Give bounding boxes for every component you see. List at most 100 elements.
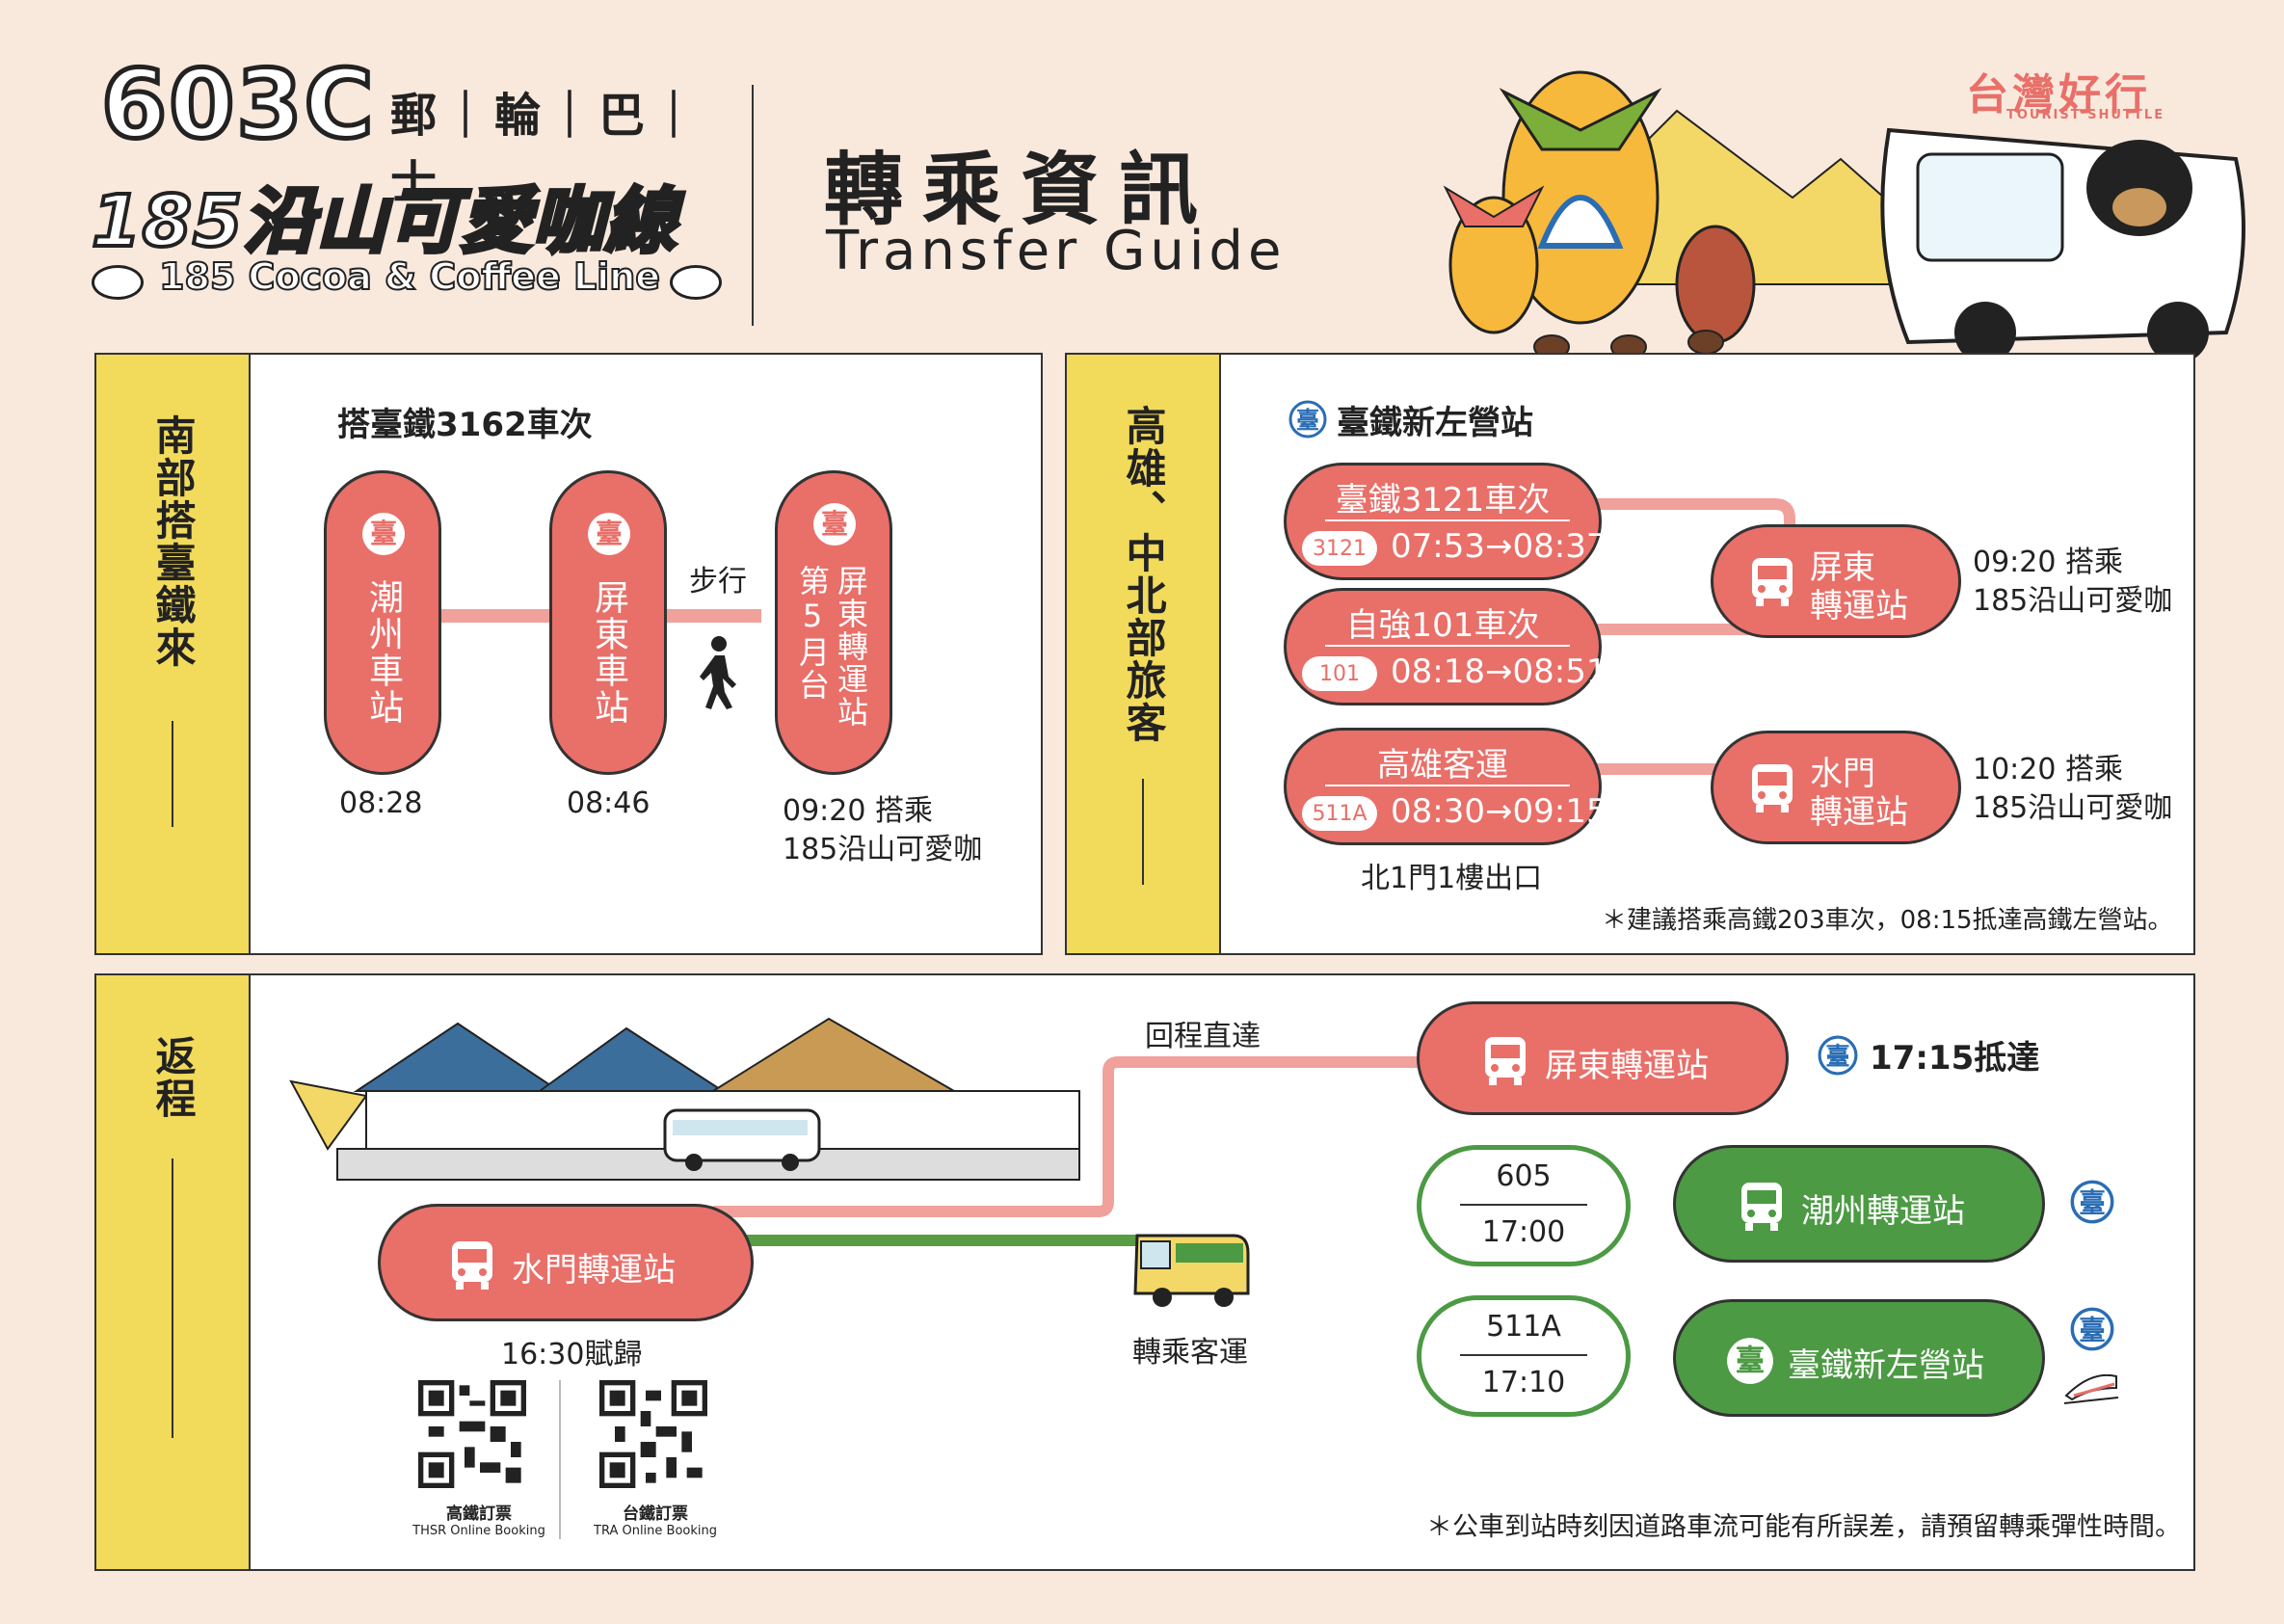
depart-shuimen: 水門轉運站	[378, 1204, 754, 1321]
route-code-badge: 3121	[1302, 531, 1377, 566]
bus-icon	[1752, 558, 1793, 606]
hub-shuimen-line2: 轉運站	[1810, 793, 1908, 832]
tra-logo-icon: 臺	[1818, 1035, 1858, 1075]
badge-divider	[1460, 1204, 1587, 1206]
tra-logo-icon: 臺	[361, 512, 406, 560]
south-panel: 南部搭臺鐵來 搭臺鐵3162車次 臺 潮州車站 08:28 臺 屏東車站 08:…	[94, 353, 1043, 955]
svg-text:臺: 臺	[1736, 1344, 1765, 1378]
station-chaozhou: 臺 潮州車站	[324, 470, 441, 775]
transfer-bus-illustration	[1133, 1234, 1250, 1307]
tra-logo-icon: 臺	[2070, 1180, 2114, 1224]
qr-tra-label-en: TRA Online Booking	[594, 1524, 717, 1538]
route-code-badge: 511A	[1302, 796, 1377, 831]
route-number: 603C	[99, 50, 376, 160]
title-zh: 轉乘資訊	[824, 145, 1218, 236]
bus-605-time: 17:00	[1481, 1215, 1566, 1249]
bus-605-route: 605	[1496, 1159, 1552, 1193]
dest-chaozhou-transit: 潮州轉運站	[1673, 1145, 2045, 1263]
header-divider	[752, 85, 754, 326]
bus-511a-badge: 511A 17:10	[1417, 1295, 1631, 1417]
route-divider	[1325, 519, 1570, 521]
route-101-time: 08:18→08:51	[1391, 652, 1607, 691]
station-transit-name-col2: 第5月台	[794, 565, 831, 702]
route-bus-time: 08:30→09:15	[1391, 792, 1607, 831]
qr-code-icon	[599, 1380, 707, 1488]
qr-thsr-label-en: THSR Online Booking	[412, 1524, 545, 1538]
tra-logo-icon: 臺	[2070, 1307, 2114, 1351]
svg-text:臺: 臺	[2079, 1186, 2106, 1218]
route-name-en-bar: 185 Cocoa & Coffee Line	[92, 254, 722, 304]
bus-icon	[1485, 1037, 1526, 1085]
station-transit-name-col1: 屏東轉運站	[833, 565, 869, 729]
walk-label: 步行	[689, 565, 747, 599]
dest-xinzuoying: 臺 臺鐵新左營站	[1673, 1299, 2045, 1417]
qr-tra-label-zh: 台鐵訂票	[623, 1504, 688, 1524]
exit-note: 北1門1樓出口	[1361, 862, 1543, 895]
station-pingtung: 臺 屏東車站	[549, 470, 667, 775]
return-side-bar: 返程	[96, 975, 251, 1569]
bus-511a-route: 511A	[1486, 1310, 1561, 1344]
station-building-illustration	[289, 1017, 1080, 1181]
direct-arrival: 臺 17:15抵達	[1818, 1031, 2039, 1078]
station-transit-time: 09:20 搭乘	[783, 794, 933, 828]
south-train-title: 搭臺鐵3162車次	[337, 406, 593, 444]
return-connectors	[713, 1056, 1523, 1246]
route-name: 185沿山可愛咖線	[90, 178, 677, 265]
north-side-bar: 高雄、中北部旅客	[1067, 355, 1221, 953]
direct-arrival-time: 17:15抵達	[1870, 1039, 2040, 1078]
depart-time: 16:30賦歸	[501, 1338, 643, 1371]
dest-xinzuoying-name: 臺鐵新左營站	[1788, 1346, 1984, 1385]
hub-pingtung-time: 09:20 搭乘	[1973, 546, 2123, 579]
route-tra-3121-time: 07:53→08:37	[1391, 527, 1607, 566]
station-transit-note: 185沿山可愛咖	[783, 833, 983, 866]
route-bus-name: 高雄客運	[1377, 746, 1508, 785]
svg-text:臺: 臺	[1825, 1042, 1849, 1070]
south-side-bar: 南部搭臺鐵來	[96, 355, 251, 953]
direct-pingtung-transit: 屏東轉運站	[1417, 1001, 1789, 1115]
north-panel: 高雄、中北部旅客 臺 臺鐵新左營站 臺鐵3121車次 3121 07:53→08…	[1065, 353, 2195, 955]
high-speed-rail-icon	[2063, 1374, 2119, 1404]
hub-pingtung-line2: 轉運站	[1810, 587, 1908, 626]
station-chaozhou-time: 08:28	[339, 786, 423, 820]
return-panel: 返程 回程直達 水門轉運站 16:30賦歸 轉乘客運 屏東轉運站 臺	[94, 973, 2195, 1571]
route-code-badge: 101	[1302, 656, 1377, 691]
bus-511a-time: 17:10	[1481, 1366, 1566, 1399]
header-illustration	[1443, 70, 2245, 363]
svg-text:臺: 臺	[2079, 1314, 2106, 1345]
depart-station-name: 水門轉運站	[512, 1251, 676, 1290]
hub-shuimen: 水門 轉運站	[1711, 731, 1961, 844]
route-code: 3121	[1313, 536, 1367, 561]
dest-chaozhou-name: 潮州轉運站	[1801, 1192, 1965, 1231]
svg-text:臺: 臺	[821, 508, 848, 540]
bus-icon	[452, 1241, 492, 1290]
bean-right-icon	[670, 265, 722, 300]
return-footnote: ＊公車到站時刻因道路車流可能有所誤差，請預留轉乘彈性時間。	[1426, 1512, 2181, 1542]
south-side-label: 南部搭臺鐵來	[149, 414, 197, 669]
route-101-name: 自強101車次	[1345, 606, 1540, 645]
station-pingtung-transit: 臺 屏東轉運站 第5月台	[775, 470, 892, 775]
direct-dest-name: 屏東轉運站	[1545, 1047, 1709, 1085]
header-logo: 603C 郵｜輪｜巴｜士 185沿山可愛咖線 185 Cocoa & Coffe…	[90, 50, 747, 318]
route-tzechiang-101: 自強101車次 101 08:18→08:51	[1284, 588, 1607, 706]
bus-icon	[1741, 1183, 1782, 1231]
svg-text:臺: 臺	[1296, 407, 1319, 434]
qr-thsr[interactable]: 高鐵訂票 THSR Online Booking	[407, 1380, 551, 1538]
south-side-line	[172, 721, 173, 827]
station-pingtung-time: 08:46	[567, 786, 651, 820]
qr-tra[interactable]: 台鐵訂票 TRA Online Booking	[578, 1380, 732, 1538]
route-code: 511A	[1312, 801, 1368, 826]
hub-pingtung: 屏東 轉運站	[1711, 524, 1961, 638]
north-footnote: ＊建議搭乘高鐵203車次，08:15抵達高鐵左營站。	[1602, 906, 2173, 935]
brand-zh: 台灣好行	[1966, 70, 2151, 120]
hub-pingtung-note: 185沿山可愛咖	[1973, 584, 2173, 618]
bus-605-badge: 605 17:00	[1417, 1145, 1631, 1266]
route-divider	[1325, 785, 1570, 786]
return-side-line	[172, 1158, 173, 1438]
direct-label: 回程直達	[1145, 1020, 1261, 1053]
north-side-label: 高雄、中北部旅客	[1120, 405, 1167, 744]
svg-text:臺: 臺	[370, 518, 397, 549]
hub-shuimen-line1: 水門	[1810, 755, 1875, 793]
qr-thsr-label-zh: 高鐵訂票	[446, 1504, 512, 1524]
route-kaohsiung-bus: 高雄客運 511A 08:30→09:15	[1284, 728, 1607, 845]
route-name-en: 185 Cocoa & Coffee Line	[158, 254, 661, 299]
